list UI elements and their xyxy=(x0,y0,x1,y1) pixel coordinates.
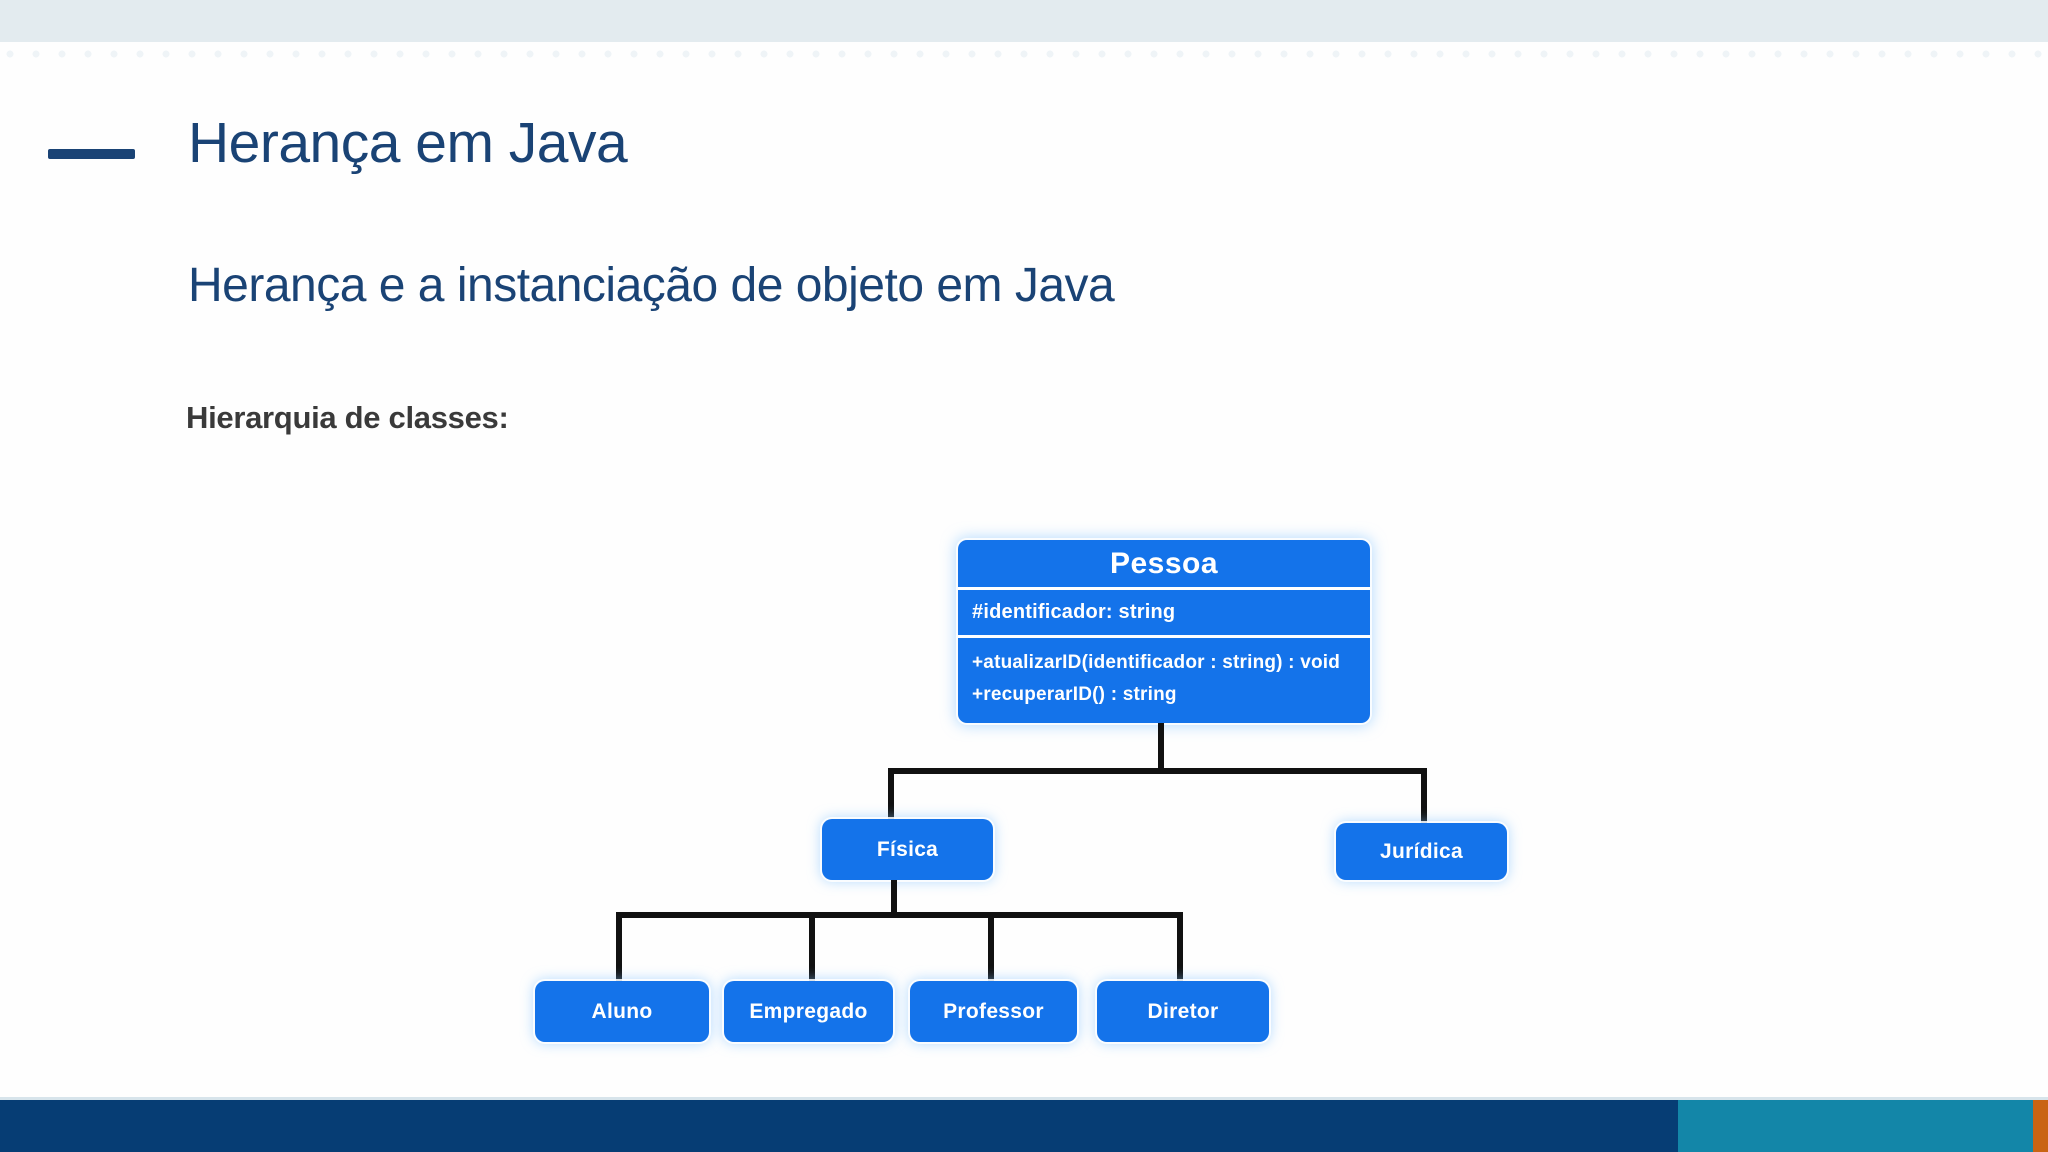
page-title: Herança em Java xyxy=(188,111,628,175)
connector-line xyxy=(888,768,1427,774)
connector-line xyxy=(1177,912,1183,981)
uml-class-name: Diretor xyxy=(1147,999,1219,1023)
footer-top-line xyxy=(0,1097,2048,1100)
title-accent-dash xyxy=(48,149,135,159)
connector-line xyxy=(1421,768,1427,823)
connector-line xyxy=(809,912,815,981)
uml-class-name: Professor xyxy=(943,999,1044,1023)
page-subtitle: Herança e a instanciação de objeto em Ja… xyxy=(188,259,1115,312)
footer-orange-segment xyxy=(2033,1100,2048,1152)
uml-class-fisica: Física xyxy=(822,819,993,880)
uml-class-name: Física xyxy=(876,837,939,861)
connector-line xyxy=(891,880,897,918)
uml-attribute: #identificador: string xyxy=(972,601,1176,623)
connector-line xyxy=(616,912,1183,918)
section-label: Hierarquia de classes: xyxy=(186,400,509,435)
uml-method: +recuperarID() : string xyxy=(972,684,1177,705)
connector-line xyxy=(616,912,622,981)
footer-bar xyxy=(0,1097,2048,1152)
uml-class-pessoa: Pessoa #identificador: string +atualizar… xyxy=(958,540,1370,723)
uml-attributes-compartment: #identificador: string xyxy=(958,590,1370,638)
uml-class-name: Jurídica xyxy=(1380,839,1463,863)
uml-class-juridica: Jurídica xyxy=(1336,823,1507,880)
uml-class-empregado: Empregado xyxy=(724,981,893,1042)
footer-navy-segment xyxy=(0,1100,1678,1152)
connector-line xyxy=(1158,723,1164,773)
uml-class-professor: Professor xyxy=(910,981,1077,1042)
uml-class-aluno: Aluno xyxy=(535,981,709,1042)
uml-methods-compartment: +atualizarID(identificador : string) : v… xyxy=(958,638,1370,720)
uml-class-name: Aluno xyxy=(591,999,653,1023)
uml-class-diretor: Diretor xyxy=(1097,981,1269,1042)
uml-method: +atualizarID(identificador : string) : v… xyxy=(972,652,1341,673)
top-bar-texture xyxy=(0,46,2048,62)
footer-teal-segment xyxy=(1678,1100,2033,1152)
connector-line xyxy=(988,912,994,981)
connector-line xyxy=(888,768,894,819)
uml-class-name: Empregado xyxy=(749,999,868,1023)
uml-class-name: Pessoa xyxy=(958,540,1370,590)
top-accent-bar xyxy=(0,0,2048,42)
